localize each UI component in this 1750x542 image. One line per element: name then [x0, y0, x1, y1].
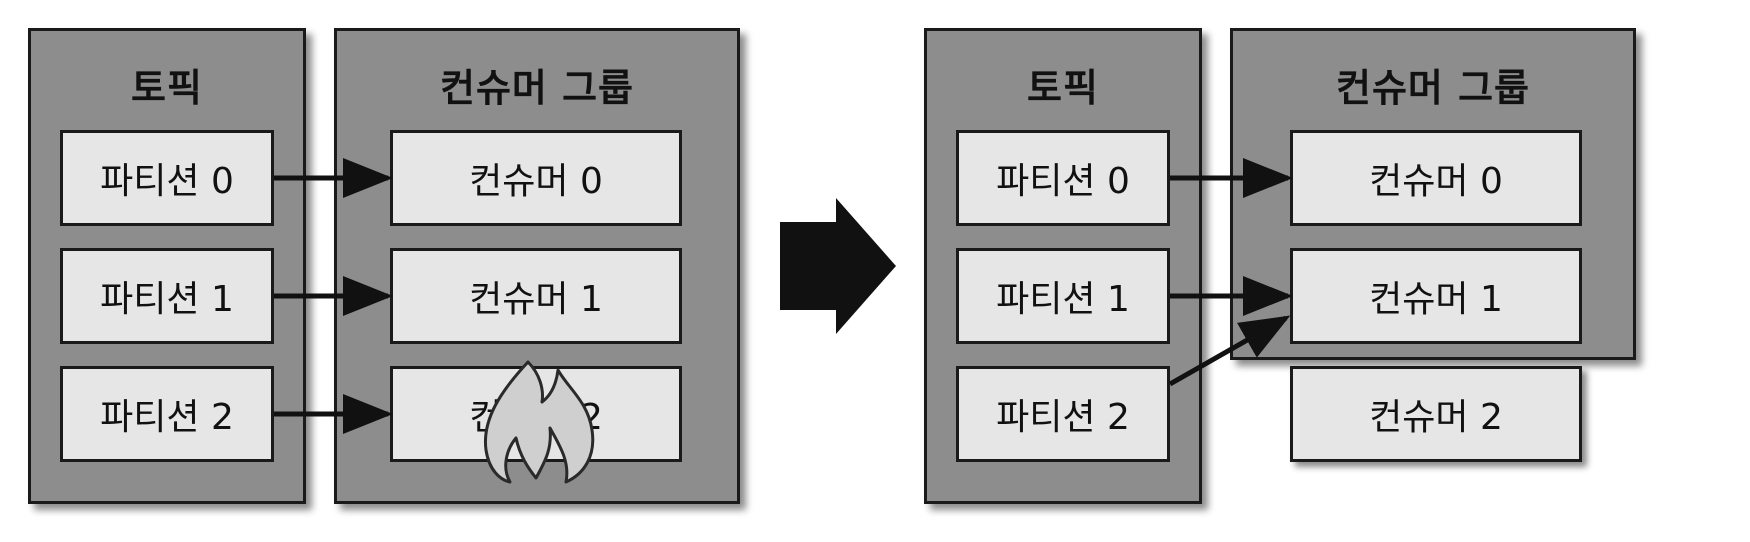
after-partition-2-label: 파티션 2	[996, 397, 1130, 438]
before-consumer-1-label: 컨슈머 1	[469, 279, 603, 320]
after-consumer-1-label: 컨슈머 1	[1369, 279, 1503, 320]
after-consumer-0-label: 컨슈머 0	[1369, 161, 1503, 202]
after-partition-0: 파티션 0	[956, 130, 1170, 226]
after-partition-0-label: 파티션 0	[996, 161, 1130, 202]
after-partition-2: 파티션 2	[956, 366, 1170, 462]
before-consumer-0-label: 컨슈머 0	[469, 161, 603, 202]
right-arrow-icon	[780, 198, 896, 334]
after-consumer-group-title: 컨슈머 그룹	[1335, 66, 1531, 110]
before-partition-1: 파티션 1	[60, 248, 274, 344]
before-consumer-1: 컨슈머 1	[390, 248, 682, 344]
after-removed-consumer: 컨슈머 2	[1290, 366, 1582, 462]
after-topic-title: 토픽	[1027, 66, 1099, 110]
after-removed-consumer-label: 컨슈머 2	[1369, 397, 1503, 438]
before-partition-0: 파티션 0	[60, 130, 274, 226]
before-partition-2: 파티션 2	[60, 366, 274, 462]
before-partition-2-label: 파티션 2	[100, 397, 234, 438]
after-arrow-partition-2-to-consumer-1	[1168, 315, 1291, 387]
fire-icon	[483, 360, 595, 484]
after-partition-1-label: 파티션 1	[996, 279, 1130, 320]
before-consumer-group-title: 컨슈머 그룹	[439, 66, 635, 110]
after-partition-1: 파티션 1	[956, 248, 1170, 344]
after-consumer-1: 컨슈머 1	[1290, 248, 1582, 344]
before-partition-1-label: 파티션 1	[100, 279, 234, 320]
after-consumer-0: 컨슈머 0	[1290, 130, 1582, 226]
before-partition-0-label: 파티션 0	[100, 161, 234, 202]
before-topic-title: 토픽	[131, 66, 203, 110]
